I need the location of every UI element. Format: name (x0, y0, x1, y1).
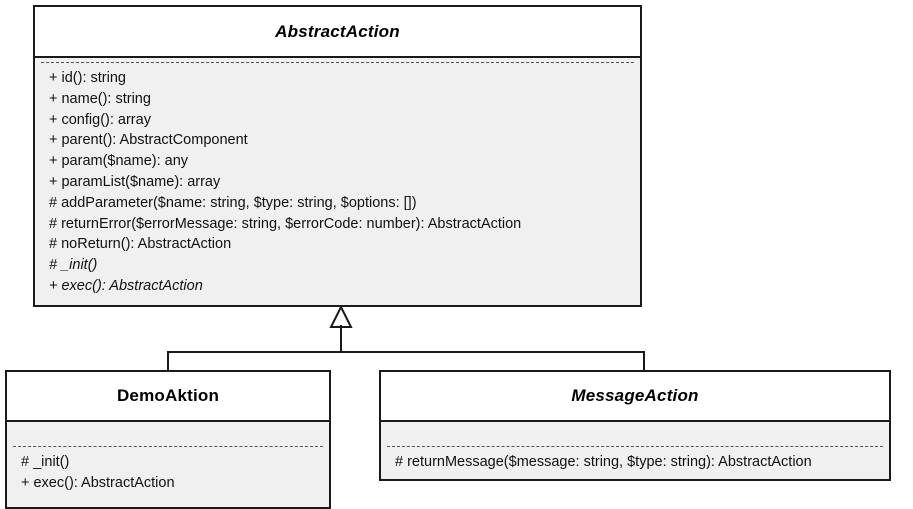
method-item: # addParameter($name: string, $type: str… (49, 194, 417, 211)
method-item: + param($name): any (49, 153, 189, 170)
generalization-bus (167, 351, 645, 353)
class-body-messageaction: # returnMessage($message: string, $type:… (381, 422, 889, 479)
class-body-demoaktion: # _init() + exec(): AbstractAction (7, 422, 329, 507)
generalization-drop-demoaktion (167, 351, 169, 371)
class-title-abstractaction: AbstractAction (35, 7, 640, 58)
generalization-stem (340, 325, 342, 353)
uml-class-messageaction[interactable]: MessageAction # returnMessage($message: … (379, 370, 891, 481)
method-item: + id(): string (49, 70, 126, 86)
method-item: # returnError($errorMessage: string, $er… (49, 215, 522, 232)
class-title-messageaction: MessageAction (381, 372, 889, 422)
class-body-abstractaction: + id(): string + name(): string + config… (35, 58, 640, 305)
method-item: + parent(): AbstractComponent (49, 132, 248, 149)
method-item: + config(): array (49, 111, 151, 128)
method-item: + name(): string (49, 90, 151, 107)
method-list-demoaktion: # _init() + exec(): AbstractAction (7, 452, 329, 494)
method-item: # returnMessage($message: string, $type:… (395, 454, 812, 470)
method-item: + exec(): AbstractAction (49, 277, 203, 294)
method-list-abstractaction: + id(): string + name(): string + config… (35, 68, 640, 297)
method-item: + exec(): AbstractAction (21, 474, 175, 491)
uml-class-abstractaction[interactable]: AbstractAction + id(): string + name(): … (33, 5, 642, 307)
compartment-separator (387, 446, 883, 447)
class-title-demoaktion: DemoAktion (7, 372, 329, 422)
method-list-messageaction: # returnMessage($message: string, $type:… (381, 452, 889, 473)
compartment-separator (41, 62, 634, 63)
method-item: # _init() (21, 454, 70, 470)
generalization-drop-messageaction (643, 351, 645, 371)
uml-class-demoaktion[interactable]: DemoAktion # _init() + exec(): AbstractA… (5, 370, 331, 509)
compartment-separator (13, 446, 323, 447)
method-item: # _init() (49, 257, 98, 274)
method-item: # noReturn(): AbstractAction (49, 236, 232, 253)
method-item: + paramList($name): array (49, 173, 221, 190)
